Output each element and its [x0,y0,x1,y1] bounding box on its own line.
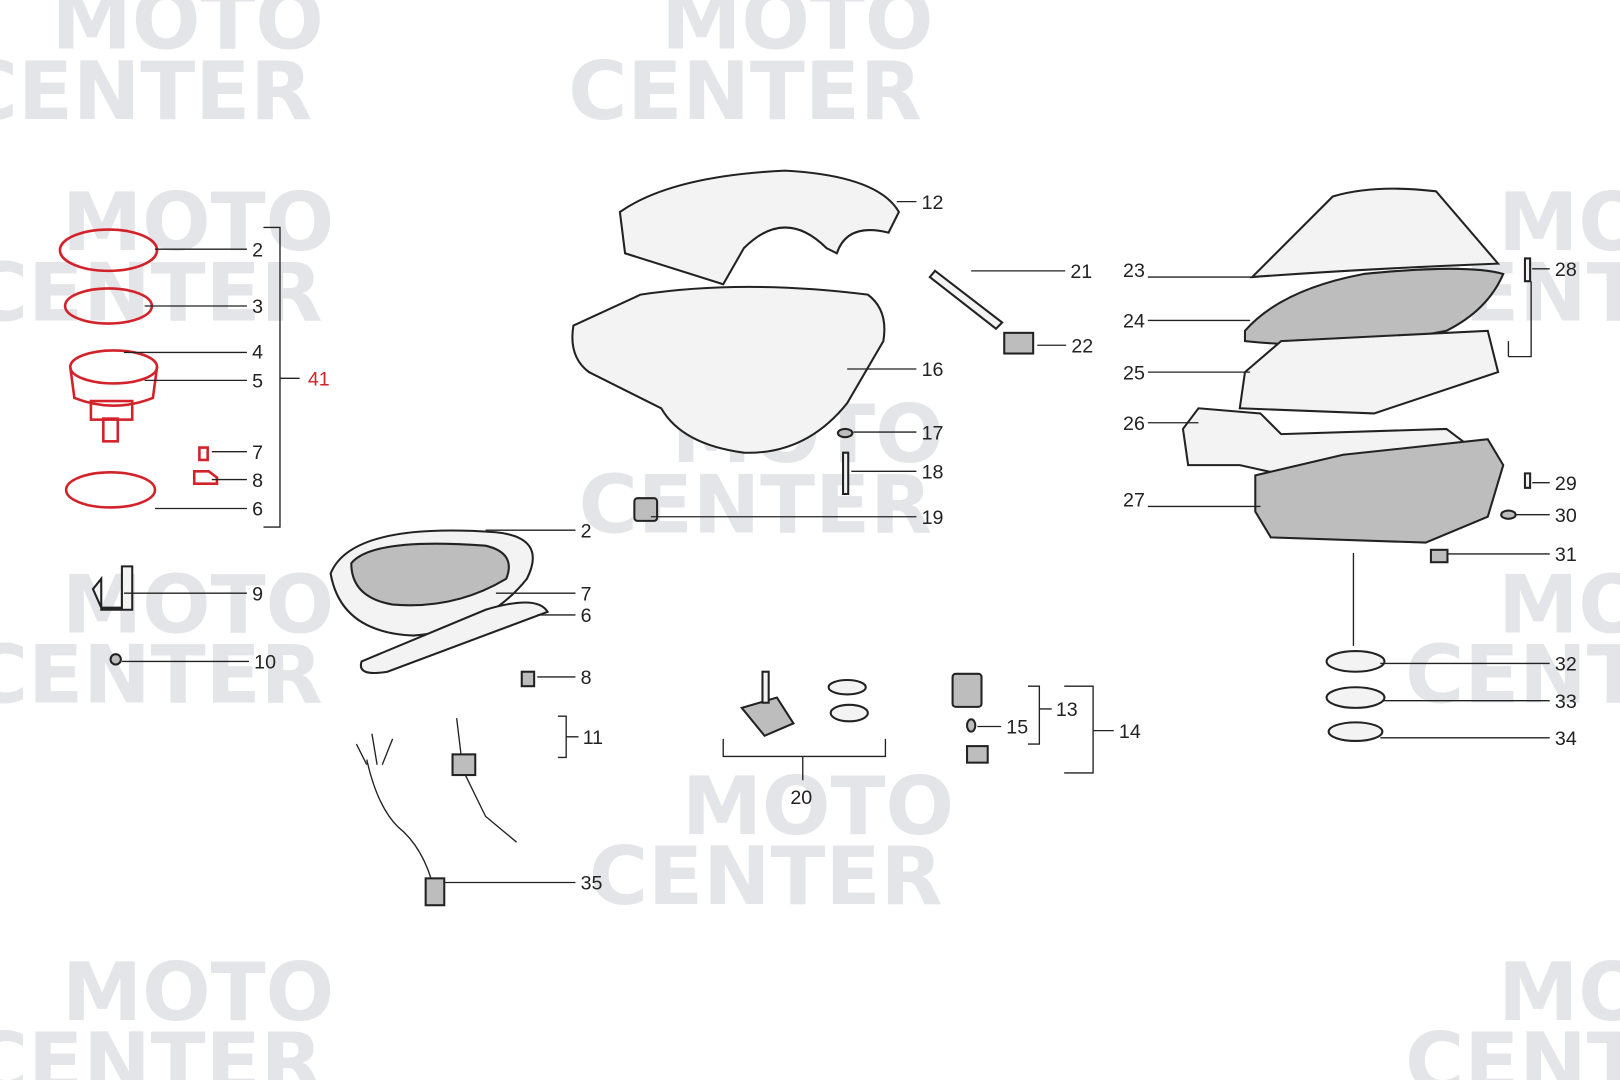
spring-15 [966,718,977,733]
watermark-text: MOTO [682,760,954,854]
watermark-text: MOTO [52,0,324,69]
headlamp-lens-23 [1249,187,1501,279]
grommet-19 [633,497,659,522]
callout-19: 19 [922,507,944,529]
callout-8: 8 [581,667,592,689]
callout-labels: 2345786419102768113512212216171819201315… [121,192,1577,895]
watermark-text: CENTER [0,629,323,723]
watermark-text: CENTER [1405,629,1620,723]
callout-7: 7 [581,583,592,605]
watermark-text: CENTER [568,45,922,139]
callout-28: 28 [1555,259,1577,281]
washer-30 [1500,509,1517,520]
callout-30: 30 [1555,505,1577,527]
red-bulb-7 [198,446,209,462]
callout-34: 34 [1555,728,1577,750]
callout-35: 35 [581,873,603,895]
callout-7: 7 [252,442,263,464]
callout-9: 9 [252,583,263,605]
screw-18 [842,451,850,496]
callout-25: 25 [1123,362,1145,384]
red-instrument-body-5 [68,349,159,443]
callout-26: 26 [1123,413,1145,435]
callout-12: 12 [922,192,944,214]
washer-17 [836,427,854,439]
callout-20: 20 [790,787,812,809]
red-ring-6 [64,471,157,509]
callout-2: 2 [581,520,592,542]
watermark-text: MOTO [62,946,334,1040]
callout-11: 11 [583,727,603,749]
nut-31 [1429,548,1449,564]
watermark-text: CENTER [0,246,323,340]
callout-2: 2 [252,239,263,261]
nut-10 [109,653,122,666]
watermark-text: MOTO [1498,946,1620,1040]
watermark-text: MOTO [661,0,933,69]
callout-15: 15 [1006,717,1028,739]
callout-16: 16 [922,359,944,381]
ignition-switch-20 [740,670,869,738]
watermark-text: MOTO [62,176,334,270]
callout-6: 6 [252,499,263,521]
callout-5: 5 [252,371,263,393]
callout-8: 8 [252,470,263,492]
callout-3: 3 [252,296,263,318]
group-brackets [263,226,1532,781]
speedometer-housing [329,529,550,688]
callout-24: 24 [1123,311,1145,333]
watermark-text: CENTER [589,830,943,924]
handlebar-cover-12 [618,169,901,286]
screw-29 [1523,472,1532,489]
callout-22: 22 [1071,335,1093,357]
callout-18: 18 [922,462,944,484]
watermark-text: CENTER [0,45,312,139]
callout-4: 4 [252,342,263,364]
callout-13: 13 [1056,699,1078,721]
callout-41: 41 [308,369,330,391]
callout-31: 31 [1555,544,1577,566]
screw-28 [1523,257,1532,283]
bolt-21 [928,269,1004,331]
switch-part-14 [966,745,989,764]
watermark-text: CENTER [1405,1016,1620,1080]
callout-29: 29 [1555,473,1577,495]
bracket-26 [1181,407,1470,487]
handlebar-body-16 [571,285,886,454]
callout-33: 33 [1555,691,1577,713]
callout-32: 32 [1555,654,1577,676]
watermark-text: CENTER [579,458,933,552]
red-socket-8 [192,470,219,485]
callout-6: 6 [581,605,592,627]
switch-13 [951,672,983,708]
bearing-ring-34 [1327,721,1384,742]
bearing-ring-32 [1325,650,1386,673]
callout-14: 14 [1119,721,1141,743]
callout-17: 17 [922,422,944,444]
reflector-25 [1238,329,1500,415]
callout-21: 21 [1070,261,1092,283]
bracket-9 [91,565,134,611]
red-gasket-ring-2 [58,228,159,273]
cable-11 [451,718,518,843]
parts-drawings [58,169,1532,907]
headlamp-housing-27 [1254,438,1505,544]
callout-10: 10 [254,652,276,674]
bearing-ring-33 [1325,686,1386,709]
watermark-text: CENTER [0,1016,323,1080]
nut-block-22 [1003,331,1035,355]
watermark-text: MOTO [1498,558,1620,652]
callout-23: 23 [1123,260,1145,282]
watermark-text: MOTO [62,558,334,652]
callout-27: 27 [1123,489,1145,511]
watermark-text: MOTO [1498,176,1620,270]
wiring-harness-35 [355,733,446,907]
